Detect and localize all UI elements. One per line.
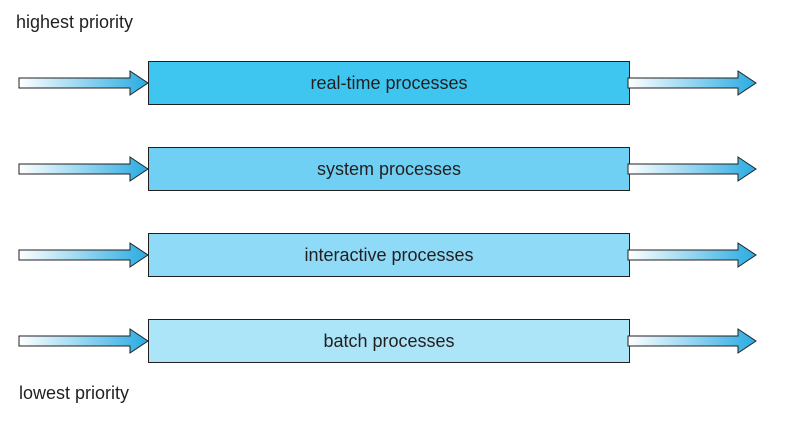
- incoming-arrow-icon: [18, 242, 149, 268]
- queue-row-real-time: real-time processes: [0, 61, 785, 107]
- incoming-arrow-icon: [18, 328, 149, 354]
- incoming-arrow-icon: [18, 70, 149, 96]
- queue-label: interactive processes: [304, 244, 474, 265]
- incoming-arrow-icon: [18, 156, 149, 182]
- queue-box-interactive: interactive processes: [148, 233, 630, 277]
- outgoing-arrow-icon: [627, 242, 757, 268]
- lowest-priority-label: lowest priority: [19, 383, 130, 403]
- queue-box-batch: batch processes: [148, 319, 630, 363]
- outgoing-arrow-icon: [627, 328, 757, 354]
- queue-label: system processes: [316, 158, 462, 179]
- outgoing-arrow-icon: [627, 70, 757, 96]
- outgoing-arrow-icon: [627, 156, 757, 182]
- queue-row-batch: batch processes: [0, 319, 785, 365]
- queue-row-system: system processes: [0, 147, 785, 193]
- queue-label: batch processes: [323, 330, 455, 351]
- highest-priority-label: highest priority: [16, 12, 134, 32]
- queue-box-system: system processes: [148, 147, 630, 191]
- queue-box-real-time: real-time processes: [148, 61, 630, 105]
- queue-row-interactive: interactive processes: [0, 233, 785, 279]
- queue-label: real-time processes: [310, 72, 468, 93]
